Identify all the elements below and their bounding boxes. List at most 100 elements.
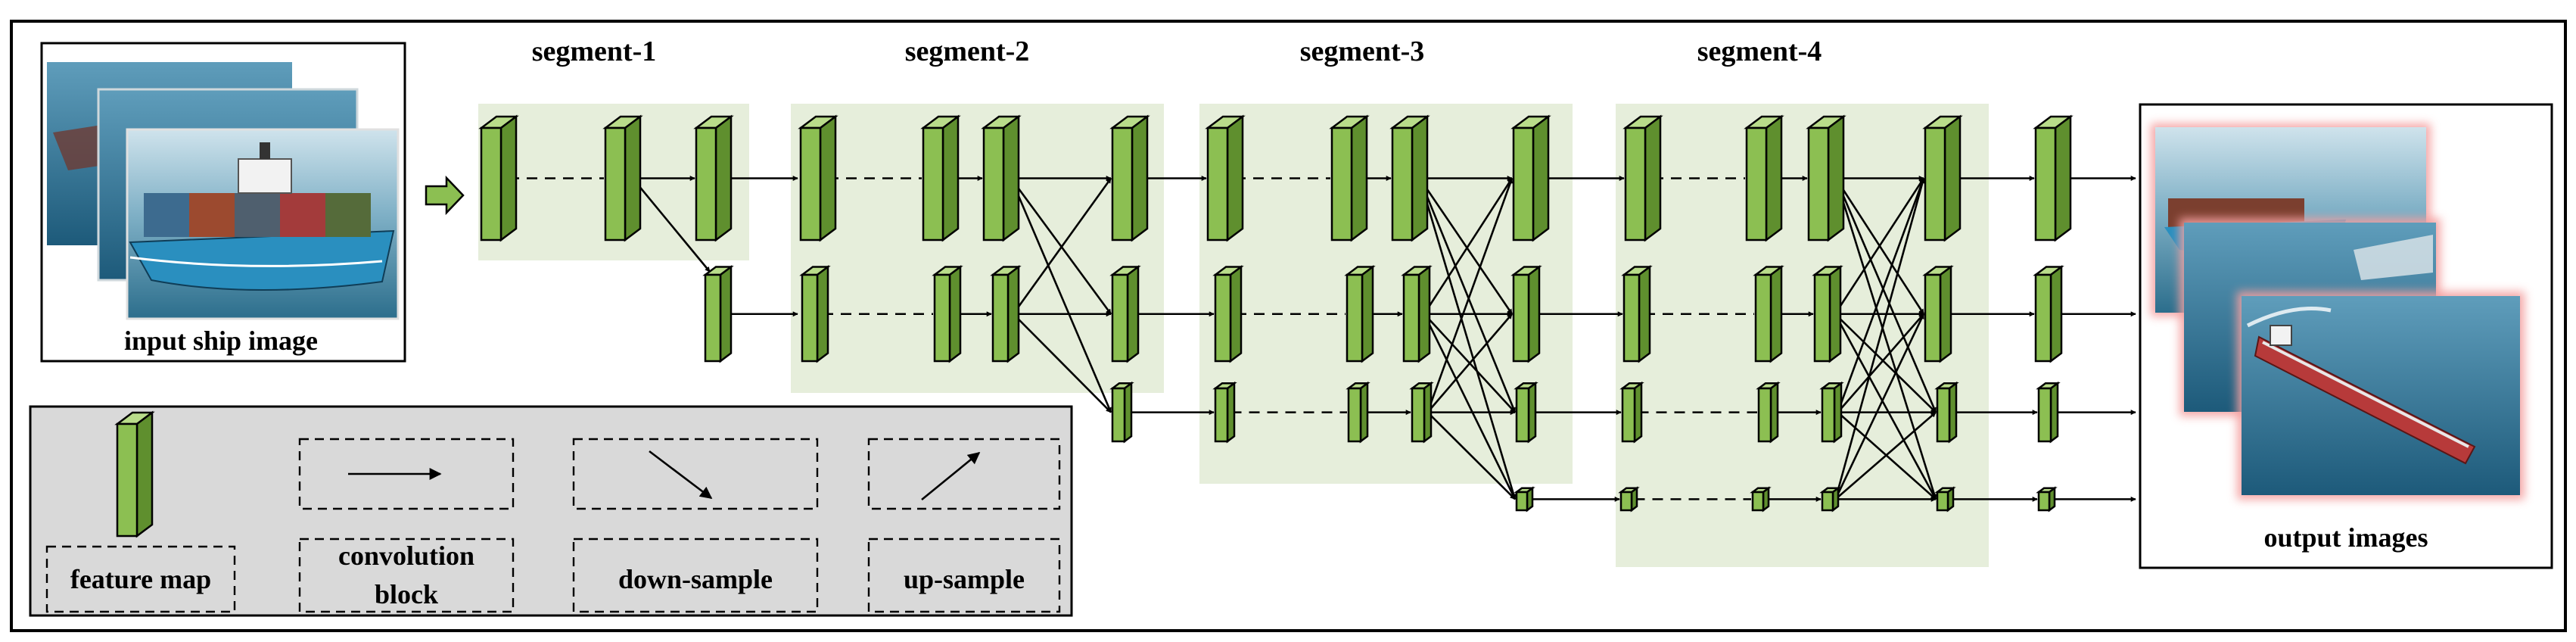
fusion-arrow: [1418, 178, 1517, 413]
fusion-arrow: [1418, 178, 1517, 500]
fusion-arrow: [1418, 177, 1514, 315]
fusion-arrow: [1423, 177, 1514, 315]
segment-3-title: segment-3: [1300, 36, 1425, 67]
feature-map: [1819, 486, 1841, 513]
feature-map: [1205, 114, 1246, 242]
fusion-arrow: [1013, 313, 1112, 413]
tanker-ship-drawing: [2246, 307, 2476, 465]
feature-map: [1212, 265, 1244, 363]
feature-map: [799, 265, 831, 363]
legend-feature-map-symbol: [114, 410, 155, 538]
fusion-arrow: [1426, 313, 1513, 413]
legend-feature-map-label: feature map: [70, 564, 211, 594]
fusion-arrow: [1834, 313, 1937, 413]
fusion-arrow: [1834, 411, 1937, 500]
legend-down-symbol-box: [572, 438, 819, 510]
legend-conv-label-line2: block: [375, 579, 438, 609]
output-label: output images: [2263, 522, 2428, 553]
segment-1-title: segment-1: [532, 36, 657, 67]
legend-down-arrow: [649, 450, 713, 500]
legend-conv-symbol-box: [298, 438, 515, 510]
legend-panel: feature map convolution block down-sampl…: [29, 405, 1073, 617]
feature-map: [1401, 265, 1433, 363]
legend-background: [29, 405, 1073, 617]
feature-map: [1344, 265, 1376, 363]
feature-map: [702, 265, 734, 363]
feature-map: [1510, 265, 1542, 363]
container-ship-drawing: [129, 142, 395, 291]
input-panel: input ship image: [40, 42, 406, 363]
feature-map: [990, 265, 1022, 363]
feature-map: [1389, 114, 1430, 242]
legend-up-symbol-box: [867, 438, 1061, 510]
feature-map: [1409, 381, 1434, 444]
feature-map: [1922, 265, 1954, 363]
feature-map: [1346, 381, 1370, 444]
segment-2-background: [791, 104, 1164, 393]
outer-frame: [10, 20, 2567, 632]
feature-map: [2033, 265, 2064, 363]
feature-map: [1514, 486, 1535, 513]
feature-map: [1622, 114, 1663, 242]
segment-4-title: segment-4: [1697, 36, 1822, 67]
feature-map: [932, 265, 963, 363]
feature-map: [1750, 486, 1772, 513]
feature-map: [1806, 114, 1846, 242]
feature-map: [1618, 486, 1640, 513]
feature-map: [1812, 265, 1843, 363]
feature-map: [1744, 114, 1784, 242]
feature-map: [1819, 381, 1844, 444]
fusion-arrow: [1834, 178, 1937, 500]
feature-map: [693, 114, 734, 242]
legend-conv-label-line1: convolution: [338, 541, 474, 571]
fusion-arrow: [1426, 177, 1514, 413]
feature-map: [1756, 381, 1781, 444]
feature-map: [1329, 114, 1370, 242]
feature-map: [981, 114, 1022, 242]
fusion-arrow: [1837, 313, 1924, 413]
fusion-arrow: [1010, 177, 1112, 413]
feature-map: [1510, 114, 1551, 242]
fusion-arrow: [1012, 177, 1112, 315]
legend-feature-map-box: [45, 545, 236, 613]
fusion-arrow: [1834, 177, 1925, 500]
input-label: input ship image: [124, 326, 318, 356]
feature-map: [2033, 114, 2074, 242]
fusion-arrow: [1834, 313, 1937, 500]
output-panel: output images: [2139, 103, 2553, 569]
feature-map: [1109, 381, 1134, 444]
legend-conv-label-box: [298, 538, 515, 613]
feature-map: [1514, 381, 1538, 444]
segment-2-title: segment-2: [905, 36, 1030, 67]
feature-map: [602, 114, 643, 242]
input-arrow: [425, 175, 465, 216]
fusion-arrow: [1837, 177, 1925, 413]
legend-up-label: up-sample: [904, 564, 1025, 594]
feature-map: [1934, 381, 1959, 444]
legend-up-label-box: [867, 538, 1061, 613]
feature-map: [1753, 265, 1784, 363]
feature-map: [2036, 381, 2061, 444]
feature-map: [2036, 486, 2058, 513]
down-sample-arrow: [631, 177, 711, 273]
fusion-arrow: [1834, 177, 1925, 315]
legend-up-arrow: [921, 451, 981, 501]
fusion-arrow: [1423, 313, 1517, 500]
feature-map: [1619, 381, 1644, 444]
feature-map: [1109, 114, 1150, 242]
feature-map: [1934, 486, 1956, 513]
feature-maps: [478, 114, 2074, 513]
feature-map: [1922, 114, 1963, 242]
fusion-arrow: [1834, 313, 1925, 500]
fusion-arrow: [1426, 411, 1516, 500]
feature-map: [1109, 265, 1141, 363]
feature-map: [1212, 381, 1237, 444]
feature-map: [1621, 265, 1653, 363]
legend-down-label-box: [572, 538, 819, 613]
segment-3-background: [1199, 104, 1573, 484]
feature-map: [798, 114, 838, 242]
feature-map: [920, 114, 961, 242]
fusion-arrow: [1834, 177, 1937, 413]
